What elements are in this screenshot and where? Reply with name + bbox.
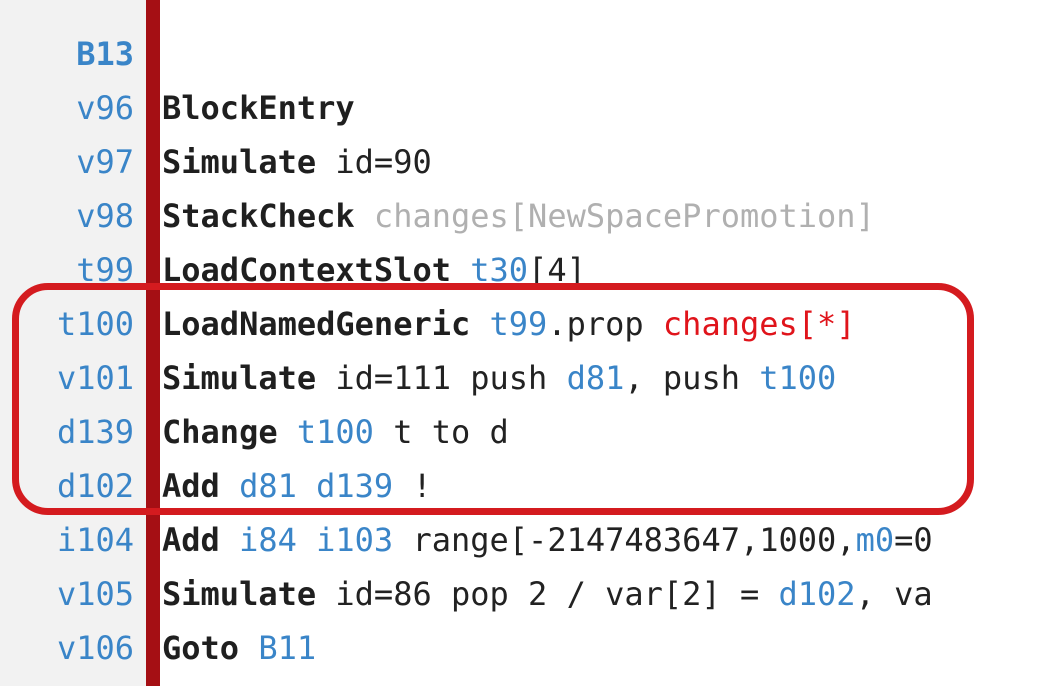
opcode: LoadContextSlot: [162, 251, 451, 289]
block-header-row: B13: [0, 27, 1050, 81]
instruction-text: Goto B11: [162, 621, 316, 675]
instruction-label[interactable]: v106: [56, 629, 134, 667]
instruction-label[interactable]: v97: [76, 143, 134, 181]
operand-text: [220, 521, 239, 559]
operand-text: [278, 413, 297, 451]
instruction-row: v98 StackCheck changes[NewSpacePromotion]: [0, 189, 1050, 243]
value-reference-link[interactable]: i103: [316, 521, 394, 559]
operand-text: [239, 629, 258, 667]
opcode: BlockEntry: [162, 89, 355, 127]
operand-text: id=86 pop 2 / var[2] =: [316, 575, 779, 613]
operand-text: .prop: [547, 305, 663, 343]
operand-text: id=90: [316, 143, 432, 181]
instruction-row: d139 Change t100 t to d: [0, 405, 1050, 459]
instruction-text: LoadNamedGeneric t99.prop changes[*]: [162, 297, 856, 351]
value-reference-link[interactable]: t100: [759, 359, 837, 397]
instruction-label[interactable]: d139: [56, 413, 134, 451]
instruction-text: LoadContextSlot t30[4]: [162, 243, 586, 297]
operand-text: [297, 521, 316, 559]
instruction-row: v106 Goto B11: [0, 621, 1050, 675]
operand-text: [470, 305, 489, 343]
instruction-label[interactable]: v105: [56, 575, 134, 613]
value-reference-link[interactable]: t30: [470, 251, 529, 289]
operand-text: id=111 push: [316, 359, 567, 397]
operand-text: , va: [855, 575, 933, 613]
instruction-row: v97 Simulate id=90: [0, 135, 1050, 189]
instruction-row: d102 Add d81 d139 !: [0, 459, 1050, 513]
instruction-label[interactable]: v101: [56, 359, 134, 397]
opcode: Add: [162, 467, 220, 505]
instruction-text: Add i84 i103 range[-2147483647,1000,m0=0: [162, 513, 933, 567]
opcode: Simulate: [162, 575, 317, 613]
value-reference-link[interactable]: m0: [855, 521, 895, 559]
instruction-text: Change t100 t to d: [162, 405, 509, 459]
opcode: LoadNamedGeneric: [162, 305, 471, 343]
opcode: Change: [162, 413, 278, 451]
instruction-text: Add d81 d139 !: [162, 459, 432, 513]
changes-all-annotation: changes[*]: [662, 305, 856, 343]
instruction-text: Simulate id=111 push d81, push t100: [162, 351, 836, 405]
instruction-label[interactable]: d102: [56, 467, 134, 505]
line-label-gutter: [0, 0, 146, 686]
instruction-label[interactable]: i104: [56, 521, 134, 559]
operand-text: [4]: [528, 251, 586, 289]
instruction-row: v105 Simulate id=86 pop 2 / var[2] = d102…: [0, 567, 1050, 621]
operand-text: !: [393, 467, 432, 505]
value-reference-link[interactable]: d81: [239, 467, 297, 505]
value-reference-link[interactable]: d139: [316, 467, 394, 505]
opcode: Add: [162, 521, 220, 559]
side-effects-annotation: changes[NewSpacePromotion]: [354, 197, 875, 235]
operand-text: [220, 467, 239, 505]
operand-text: [297, 467, 316, 505]
instruction-text: Simulate id=86 pop 2 / var[2] = d102, va: [162, 567, 933, 621]
instruction-label[interactable]: v96: [76, 89, 134, 127]
instruction-text: BlockEntry: [162, 81, 355, 135]
value-reference-link[interactable]: B11: [258, 629, 317, 667]
value-reference-link[interactable]: t99: [489, 305, 548, 343]
instruction-row: t99 LoadContextSlot t30[4]: [0, 243, 1050, 297]
instruction-text: Simulate id=90: [162, 135, 432, 189]
instruction-row: i104 Add i84 i103 range[-2147483647,1000,…: [0, 513, 1050, 567]
value-reference-link[interactable]: d102: [778, 575, 856, 613]
operand-text: =0: [894, 521, 933, 559]
instruction-label[interactable]: t100: [56, 305, 134, 343]
instruction-label[interactable]: t99: [76, 251, 134, 289]
operand-text: t to d: [373, 413, 509, 451]
operand-text: , push: [624, 359, 760, 397]
opcode: Simulate: [162, 359, 317, 397]
instruction-row: t100 LoadNamedGeneric t99.prop changes[*]: [0, 297, 1050, 351]
instruction-row: v96 BlockEntry: [0, 81, 1050, 135]
instruction-row: v101 Simulate id=111 push d81, push t100: [0, 351, 1050, 405]
opcode: Simulate: [162, 143, 317, 181]
block-label[interactable]: B13: [76, 35, 134, 73]
value-reference-link[interactable]: d81: [566, 359, 625, 397]
operand-text: [451, 251, 470, 289]
value-reference-link[interactable]: i84: [239, 521, 297, 559]
operand-text: range[-2147483647,1000,: [393, 521, 856, 559]
value-reference-link[interactable]: t100: [296, 413, 374, 451]
opcode: Goto: [162, 629, 240, 667]
instruction-label[interactable]: v98: [76, 197, 134, 235]
opcode: StackCheck: [162, 197, 355, 235]
instruction-text: StackCheck changes[NewSpacePromotion]: [162, 189, 875, 243]
